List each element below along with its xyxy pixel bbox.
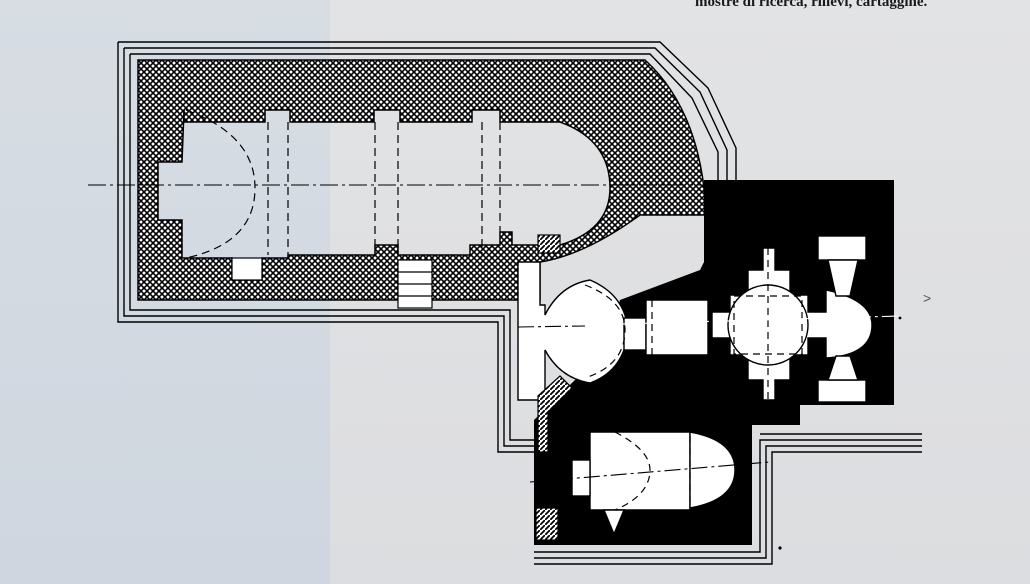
east-outline-lines [534,433,922,565]
vault-dashed-lines [185,109,501,259]
page-header-text: mostre di ricerca, rilievi, cartaggine. [695,0,928,10]
axis-line-east-upper-ink [517,325,586,328]
marker-dot [898,316,902,320]
west-church-interior [231,257,433,309]
marker-dot [778,546,782,550]
axis-line-east-lower [529,461,771,483]
diagonal-hatched-walls [535,234,573,541]
outline-lines [117,41,737,453]
north-mark: > [923,290,932,306]
axis-line-east-upper [584,315,901,326]
east-vault-dashed-lines [584,248,803,511]
